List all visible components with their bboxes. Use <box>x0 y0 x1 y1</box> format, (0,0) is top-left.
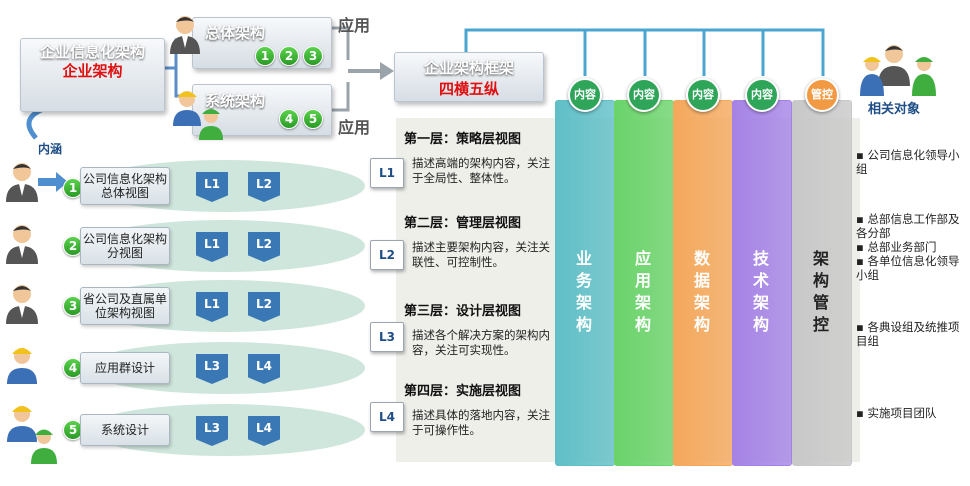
column-label-governance: 架构管控 <box>812 249 829 334</box>
column-data <box>673 100 733 466</box>
column-label-application: 应用架构 <box>634 249 651 334</box>
framework-subtitle: 四横五纵 <box>438 80 499 98</box>
related-list-4: ▪ 实施项目团队 <box>856 406 964 420</box>
badge-1: 1 <box>255 46 275 66</box>
layer-desc-2: 描述主要架构内容，关注关联性、可控制性。 <box>412 240 550 269</box>
system-architecture-title: 系统架构 <box>205 92 266 110</box>
related-item: ▪ 各典设组及统推项目组 <box>856 320 960 348</box>
related-item: ▪ 公司信息化领导小组 <box>856 148 960 176</box>
enterprise-architecture-label: 企业架构 <box>62 62 123 80</box>
chip-L3-row4: L3 <box>196 354 228 384</box>
chip-L1-row3: L1 <box>196 292 228 322</box>
column-cap-governance: 管控 <box>805 78 839 112</box>
overall-architecture-title: 总体架构 <box>205 24 266 42</box>
person-icon <box>4 222 40 268</box>
worker-icon-b <box>196 104 226 144</box>
worker-icon-a <box>170 86 204 130</box>
person-icon <box>4 160 40 206</box>
related-people-icon <box>858 40 948 100</box>
person-icon <box>4 282 40 328</box>
column-cap-content: 内容 <box>568 78 602 112</box>
related-title: 相关对象 <box>868 102 921 117</box>
chip-L1-row2: L1 <box>196 232 228 262</box>
badge-2: 2 <box>279 46 299 66</box>
chip-L1-row1: L1 <box>196 172 228 202</box>
layer-title-1: 第一层：策略层视图 <box>404 132 522 147</box>
badge-5: 5 <box>303 109 323 129</box>
overall-architecture-box: 总体架构 1 2 3 <box>192 17 332 69</box>
enterprise-info-box: 企业信息化架构 企业架构 <box>20 38 165 112</box>
chip-L2-row1: L2 <box>248 172 280 202</box>
column-label-technology: 技术架构 <box>752 249 769 334</box>
framework-title: 企业架构框架 <box>423 59 514 77</box>
manager-icon <box>168 14 202 58</box>
badge-4: 4 <box>279 109 299 129</box>
apply-label-bottom: 应用 <box>338 118 371 137</box>
layer-title-3: 第三层：设计层视图 <box>404 304 522 319</box>
neihan-label: 内涵 <box>38 142 63 156</box>
layer-desc-1: 描述高端的架构内容，关注于全局性、整体性。 <box>412 156 550 185</box>
column-label-data: 数据架构 <box>693 249 710 334</box>
layer-badge-L2: L2 <box>370 240 404 270</box>
related-item: ▪ 实施项目团队 <box>856 406 937 420</box>
view-label-4: 应用群设计 <box>80 352 170 384</box>
column-cap-content: 内容 <box>627 78 661 112</box>
view-label-2: 公司信息化架构分视图 <box>80 227 170 265</box>
related-list-2: ▪ 总部信息工作部及各分部 ▪ 总部业务部门 ▪ 各单位信息化领导小组 <box>856 212 964 282</box>
chip-L4-row4: L4 <box>248 354 280 384</box>
column-governance <box>792 100 852 466</box>
chip-L3-row5: L3 <box>196 416 228 446</box>
chip-L2-row3: L2 <box>248 292 280 322</box>
view-label-1: 公司信息化架构总体视图 <box>80 167 170 205</box>
column-label-business: 业务架构 <box>575 249 592 334</box>
related-list-3: ▪ 各典设组及统推项目组 <box>856 320 964 348</box>
column-cap-content: 内容 <box>745 78 779 112</box>
layer-desc-4: 描述具体的落地内容，关注于可操作性。 <box>412 408 550 437</box>
related-item: ▪ 各单位信息化领导小组 <box>856 254 960 282</box>
framework-box: 企业架构框架 四横五纵 <box>394 52 544 102</box>
apply-label-top: 应用 <box>338 16 371 35</box>
layer-badge-L3: L3 <box>370 322 404 352</box>
column-cap-content: 内容 <box>686 78 720 112</box>
related-item: ▪ 总部业务部门 <box>856 240 937 254</box>
worker-icon-green <box>28 424 60 468</box>
enterprise-info-title: 企业信息化架构 <box>39 43 145 61</box>
badge-3: 3 <box>303 46 323 66</box>
layer-title-2: 第二层：管理层视图 <box>404 216 522 231</box>
view-label-3: 省公司及直属单位架构视图 <box>80 287 170 325</box>
arrow-right-icon <box>38 172 68 192</box>
chip-L2-row2: L2 <box>248 232 280 262</box>
related-list-1: ▪ 公司信息化领导小组 <box>856 148 964 176</box>
chip-L4-row5: L4 <box>248 416 280 446</box>
layer-badge-L4: L4 <box>370 402 404 432</box>
worker-icon <box>4 400 40 446</box>
view-label-5: 系统设计 <box>80 414 170 446</box>
layer-desc-3: 描述各个解决方案的架构内容，关注可实现性。 <box>412 328 550 357</box>
worker-icon <box>4 342 40 388</box>
related-item: ▪ 总部信息工作部及各分部 <box>856 212 960 240</box>
column-technology <box>732 100 792 466</box>
layer-title-4: 第四层：实施层视图 <box>404 384 522 399</box>
layer-badge-L1: L1 <box>370 158 404 188</box>
